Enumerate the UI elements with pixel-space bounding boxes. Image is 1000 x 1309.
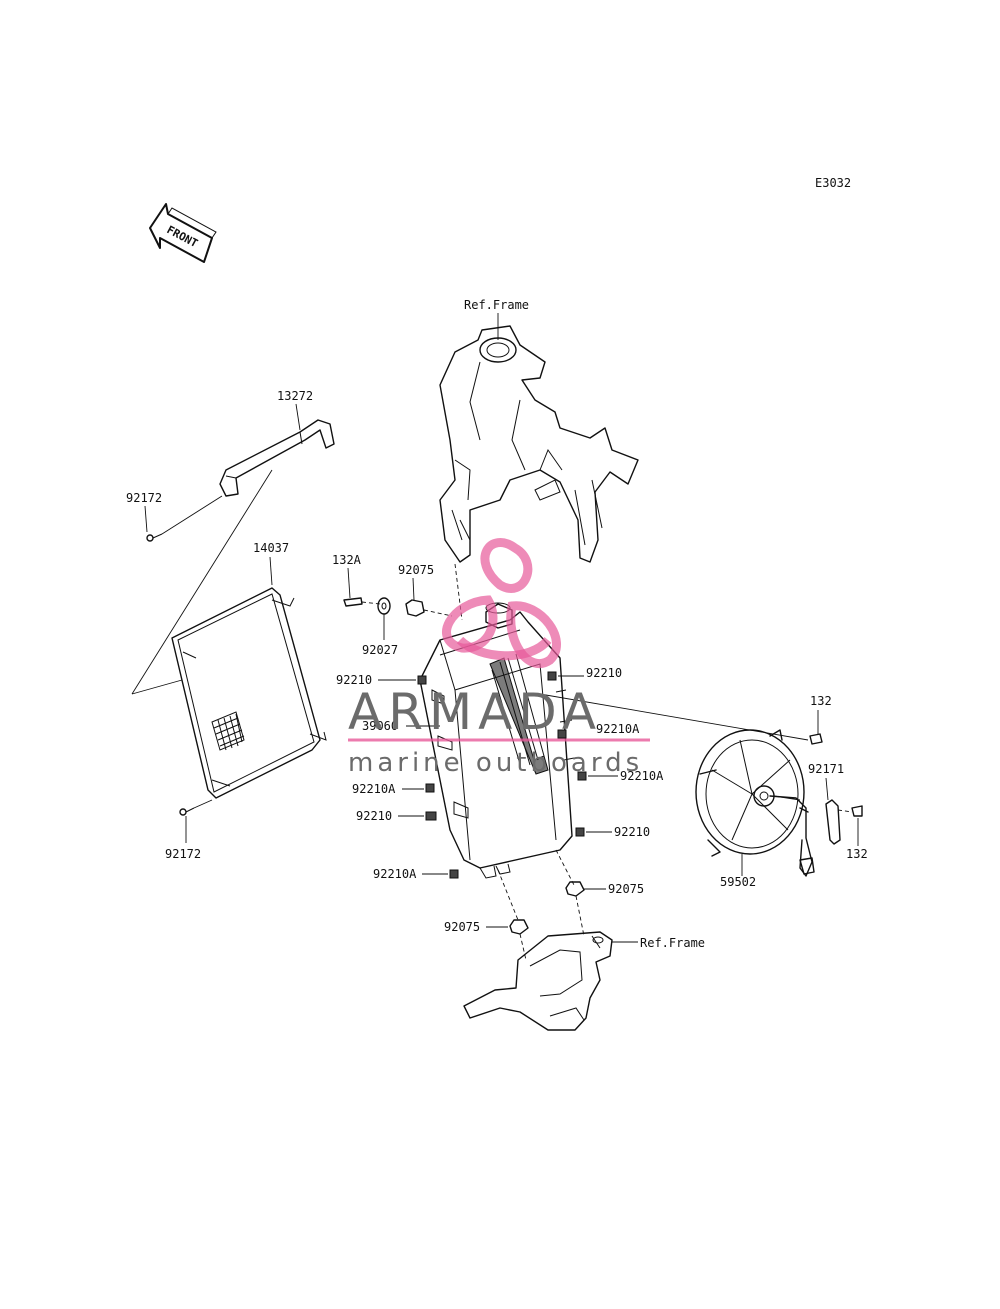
label-92210-left-2: 92210 xyxy=(356,809,392,823)
label-39060: 39060 xyxy=(362,719,398,733)
nut-92210-left-2-icon xyxy=(425,811,437,821)
washer-92027-icon xyxy=(377,597,391,615)
bolt-132-bottom-icon xyxy=(851,805,863,817)
nut-92210-left-top-icon xyxy=(417,675,427,685)
watermark-title: ARMADA xyxy=(348,683,602,741)
label-ref-frame-bottom: Ref.Frame xyxy=(640,936,705,950)
clamp-92171-icon xyxy=(825,799,841,845)
grommet-92075-left-icon xyxy=(509,919,529,935)
label-92172-top: 92172 xyxy=(126,491,162,505)
label-92210-left-top: 92210 xyxy=(336,673,372,687)
label-92075-top: 92075 xyxy=(398,563,434,577)
lower-frame-bracket-icon xyxy=(463,931,613,1031)
radiator-screen-14037-icon xyxy=(171,587,327,799)
propeller-logo-icon xyxy=(442,538,561,669)
nut-92210-right-2-icon xyxy=(575,827,585,837)
label-92027: 92027 xyxy=(362,643,398,657)
label-132-bottom: 132 xyxy=(846,847,868,861)
cooling-fan-59502-icon xyxy=(695,729,815,877)
watermark-subtitle: marine outboards xyxy=(348,748,643,778)
nut-92210a-right-2-icon xyxy=(577,771,587,781)
label-59502: 59502 xyxy=(720,875,756,889)
bolt-92172-bottom-icon xyxy=(179,807,195,816)
label-92210-right-top: 92210 xyxy=(586,666,622,680)
label-92075-right: 92075 xyxy=(608,882,644,896)
label-92210a-right-1: 92210A xyxy=(596,722,640,736)
bolt-132a-icon xyxy=(343,597,363,607)
grommet-92075-right-icon xyxy=(565,881,585,897)
label-92075-left: 92075 xyxy=(444,920,480,934)
bracket-13272-icon xyxy=(219,419,335,497)
label-92210a-left-2: 92210A xyxy=(373,867,417,881)
front-label: FRONT xyxy=(165,223,201,250)
front-arrow-icon: FRONT xyxy=(149,203,217,263)
armada-watermark: ARMADA marine outboards xyxy=(348,538,650,778)
bolt-132-top-icon xyxy=(809,733,823,745)
label-14037: 14037 xyxy=(253,541,289,555)
label-ref-frame-top: Ref.Frame xyxy=(464,298,529,312)
grommet-92075-top-icon xyxy=(405,599,425,617)
label-92210a-right-2: 92210A xyxy=(620,769,664,783)
label-92171: 92171 xyxy=(808,762,844,776)
label-132a: 132A xyxy=(332,553,362,567)
screen-mesh-icon xyxy=(211,711,245,751)
upper-frame-icon xyxy=(439,325,639,563)
label-13272: 13272 xyxy=(277,389,313,403)
nut-92210a-left-1-icon xyxy=(425,783,435,793)
nut-92210a-left-2-icon xyxy=(449,869,459,879)
label-92210-right-2: 92210 xyxy=(614,825,650,839)
bolt-92172-top-icon xyxy=(146,533,163,542)
diagram-code: E3032 xyxy=(815,176,851,190)
label-92210a-left-1: 92210A xyxy=(352,782,396,796)
label-92172-bottom: 92172 xyxy=(165,847,201,861)
nut-92210-right-top-icon xyxy=(547,671,557,681)
nut-92210a-right-1-icon xyxy=(557,729,567,739)
label-132-top: 132 xyxy=(810,694,832,708)
